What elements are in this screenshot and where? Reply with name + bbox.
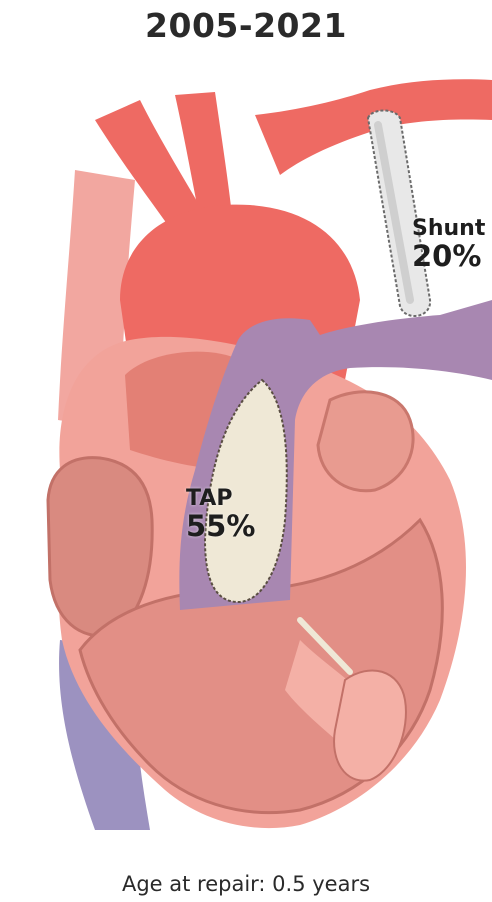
tap-label: TAP 55% (186, 488, 255, 541)
shunt-label: Shunt 20% (412, 218, 485, 271)
page-title: 2005-2021 (0, 6, 492, 45)
heart-diagram (0, 60, 492, 840)
shunt-label-name: Shunt (412, 218, 485, 240)
tap-label-name: TAP (186, 488, 255, 510)
left-atrium (318, 392, 413, 491)
shunt-label-percent: 20% (412, 242, 485, 271)
tap-label-percent: 55% (186, 512, 255, 541)
age-at-repair-caption: Age at repair: 0.5 years (0, 872, 492, 896)
